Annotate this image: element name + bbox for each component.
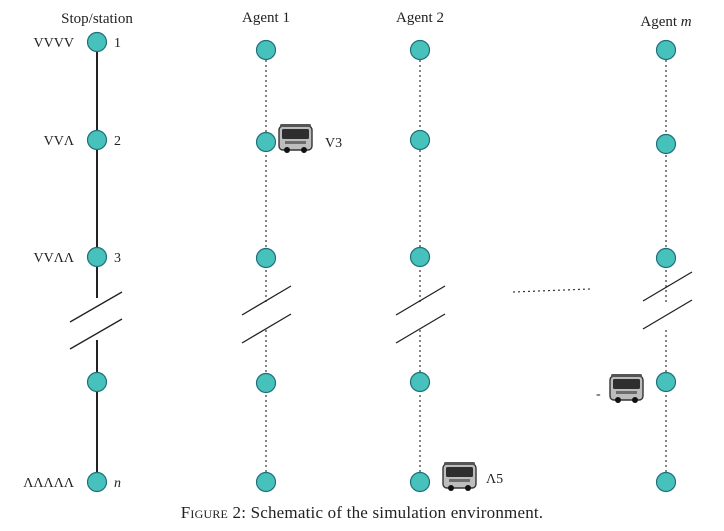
agent-1-break-mark: [241, 285, 292, 344]
agent-1-node: [255, 247, 277, 269]
agent-m-node: [655, 371, 677, 393]
stop-1-label: VVVV: [34, 36, 74, 51]
agents-ellipsis: [512, 288, 591, 293]
agent-2-node: [409, 129, 431, 151]
agent-2-header: Agent 2: [396, 10, 444, 26]
agent-m-header: Agent m: [640, 14, 691, 30]
agent-2-node: [409, 246, 431, 268]
station-node-n: [86, 471, 108, 493]
agent-m-break-mark: [642, 271, 693, 330]
station-break-mark: [69, 291, 123, 350]
bus-icon: [442, 461, 477, 492]
agent-m-node: [655, 471, 677, 493]
station-node-4: [86, 371, 108, 393]
stop-station-header: Stop/station: [61, 11, 133, 27]
stop-n-label: ΛΛΛΛΛ: [23, 476, 75, 491]
figure-number: Figure 2:: [180, 503, 247, 522]
agent-2-break-mark: [395, 285, 446, 344]
stop-n-index: n: [114, 476, 121, 491]
station-node-1: [86, 31, 108, 53]
agent-m-vehicle-label: -: [596, 387, 601, 402]
agent-1-node: [255, 372, 277, 394]
station-node-3: [86, 246, 108, 268]
agent-2-vehicle-label: Λ5: [486, 472, 503, 487]
stop-2-index: 2: [114, 134, 121, 149]
figure-caption: Figure 2: Schematic of the simulation en…: [0, 503, 724, 523]
station-nodes: [86, 31, 108, 493]
agent-2-node: [409, 39, 431, 61]
stop-3-label: VVΛΛ: [33, 251, 74, 266]
stop-1-index: 1: [114, 36, 121, 51]
agent-2-nodes: [409, 39, 431, 493]
figure-caption-text: Schematic of the simulation environment.: [250, 503, 544, 522]
agent-2-node: [409, 471, 431, 493]
agent-1-header: Agent 1: [242, 10, 290, 26]
agent-1-vehicle-label: V3: [325, 136, 342, 151]
agent-2-node: [409, 371, 431, 393]
agent-1-node: [255, 39, 277, 61]
agent-1-node: [255, 131, 277, 153]
agent-m-nodes: [655, 39, 677, 493]
bus-icon: [609, 373, 644, 404]
stop-2-label: VVΛ: [44, 134, 75, 149]
bus-icon: [278, 123, 313, 154]
agent-m-node: [655, 133, 677, 155]
agent-1-nodes: [255, 39, 277, 493]
station-node-2: [86, 129, 108, 151]
agent-1-node: [255, 471, 277, 493]
stop-3-index: 3: [114, 251, 121, 266]
agent-m-node: [655, 39, 677, 61]
agent-m-node: [655, 247, 677, 269]
